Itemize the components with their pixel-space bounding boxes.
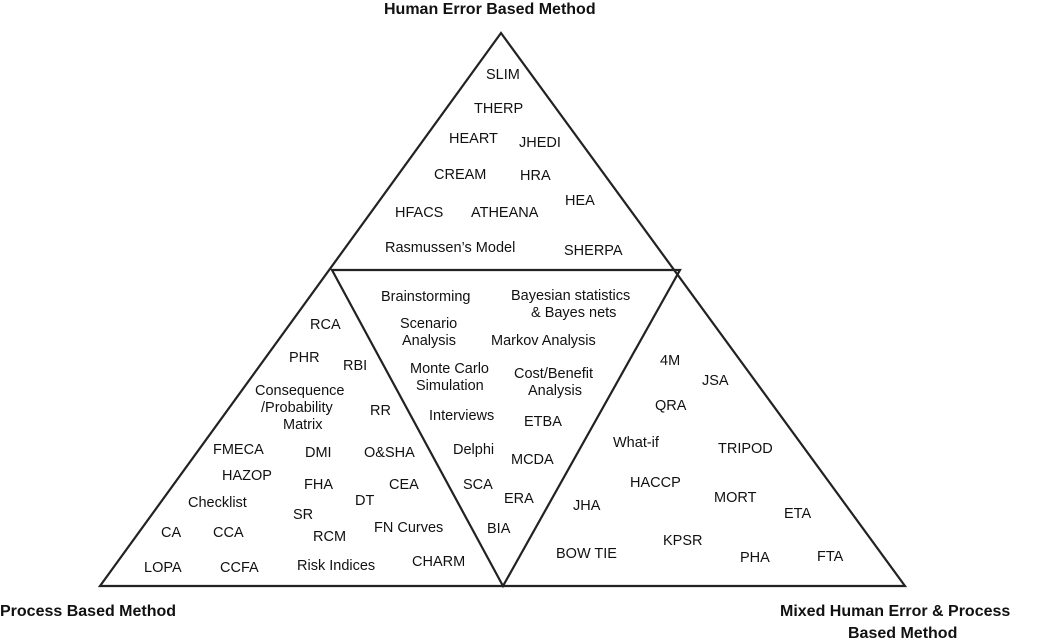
method-cea: CEA bbox=[389, 477, 419, 493]
inner-inverted-triangle bbox=[330, 268, 682, 589]
method-costbenefit-line1: Cost/Benefit bbox=[514, 366, 593, 382]
method-consequence-line1: Consequence bbox=[255, 383, 345, 399]
method-bayesian-line2: & Bayes nets bbox=[531, 305, 617, 321]
method-jha: JHA bbox=[573, 498, 601, 514]
method-rbi: RBI bbox=[343, 358, 368, 374]
method-risk-indices: Risk Indices bbox=[297, 558, 376, 574]
method-checklist: Checklist bbox=[188, 495, 247, 511]
method-what-if: What-if bbox=[613, 435, 659, 451]
method-phr: PHR bbox=[289, 350, 320, 366]
method-etba: ETBA bbox=[524, 414, 562, 430]
method-rr: RR bbox=[370, 403, 391, 419]
method-qra: QRA bbox=[655, 398, 687, 414]
method-bow-tie: BOW TIE bbox=[556, 546, 617, 562]
method-scenario-line1: Scenario bbox=[400, 316, 458, 332]
method-sherpa: SHERPA bbox=[564, 243, 623, 259]
method-fmeca: FMECA bbox=[213, 442, 264, 458]
method-therp: THERP bbox=[474, 101, 524, 117]
method-consequence-line2: /Probability bbox=[261, 400, 333, 416]
method-sca: SCA bbox=[463, 477, 493, 493]
method-brainstorming: Brainstorming bbox=[381, 289, 471, 305]
title-process-based-method: Process Based Method bbox=[0, 603, 177, 620]
method-interviews: Interviews bbox=[429, 408, 495, 424]
title-mixed-method-line1: Mixed Human Error & Process bbox=[780, 603, 1011, 620]
method-dt: DT bbox=[355, 493, 375, 509]
method-lopa: LOPA bbox=[144, 560, 182, 576]
method-tripod: TRIPOD bbox=[718, 441, 773, 457]
method-pha: PHA bbox=[740, 550, 770, 566]
method-bia: BIA bbox=[487, 521, 511, 537]
method-mort: MORT bbox=[714, 490, 757, 506]
method-hazop: HAZOP bbox=[222, 468, 272, 484]
method-cream: CREAM bbox=[434, 167, 487, 183]
method-kpsr: KPSR bbox=[663, 533, 703, 549]
method-scenario-line2: Analysis bbox=[402, 333, 456, 349]
method-era: ERA bbox=[504, 491, 534, 507]
method-rasmussens-model: Rasmussen’s Model bbox=[385, 240, 516, 256]
method-fta: FTA bbox=[817, 549, 844, 565]
method-bayesian-line1: Bayesian statistics bbox=[511, 288, 631, 304]
method-hea: HEA bbox=[565, 193, 595, 209]
title-mixed-method-line2: Based Method bbox=[848, 625, 958, 642]
method-dmi: DMI bbox=[305, 445, 332, 461]
method-montecarlo-line1: Monte Carlo bbox=[410, 361, 489, 377]
method-osha: O&SHA bbox=[364, 445, 415, 461]
method-heart: HEART bbox=[449, 131, 498, 147]
method-rcm: RCM bbox=[313, 529, 347, 545]
method-eta: ETA bbox=[784, 506, 812, 522]
method-4m: 4M bbox=[660, 353, 681, 369]
method-costbenefit-line2: Analysis bbox=[528, 383, 582, 399]
method-fha: FHA bbox=[304, 477, 333, 493]
method-jhedi: JHEDI bbox=[519, 135, 561, 151]
method-consequence-line3: Matrix bbox=[283, 417, 323, 433]
method-charm: CHARM bbox=[412, 554, 466, 570]
method-hfacs: HFACS bbox=[395, 205, 444, 221]
title-human-error-based-method: Human Error Based Method bbox=[384, 1, 596, 18]
method-cca: CCA bbox=[213, 525, 244, 541]
method-montecarlo-line2: Simulation bbox=[416, 378, 484, 394]
method-atheana: ATHEANA bbox=[471, 205, 539, 221]
method-sr: SR bbox=[293, 507, 314, 523]
method-haccp: HACCP bbox=[630, 475, 681, 491]
method-fn-curves: FN Curves bbox=[374, 520, 444, 536]
method-hra: HRA bbox=[520, 168, 551, 184]
method-slim: SLIM bbox=[486, 67, 520, 83]
method-ccfa: CCFA bbox=[220, 560, 259, 576]
method-jsa: JSA bbox=[702, 373, 729, 389]
method-markov-analysis: Markov Analysis bbox=[491, 333, 596, 349]
method-ca: CA bbox=[161, 525, 182, 541]
method-mcda: MCDA bbox=[511, 452, 554, 468]
method-delphi: Delphi bbox=[453, 442, 495, 458]
method-rca: RCA bbox=[310, 317, 341, 333]
